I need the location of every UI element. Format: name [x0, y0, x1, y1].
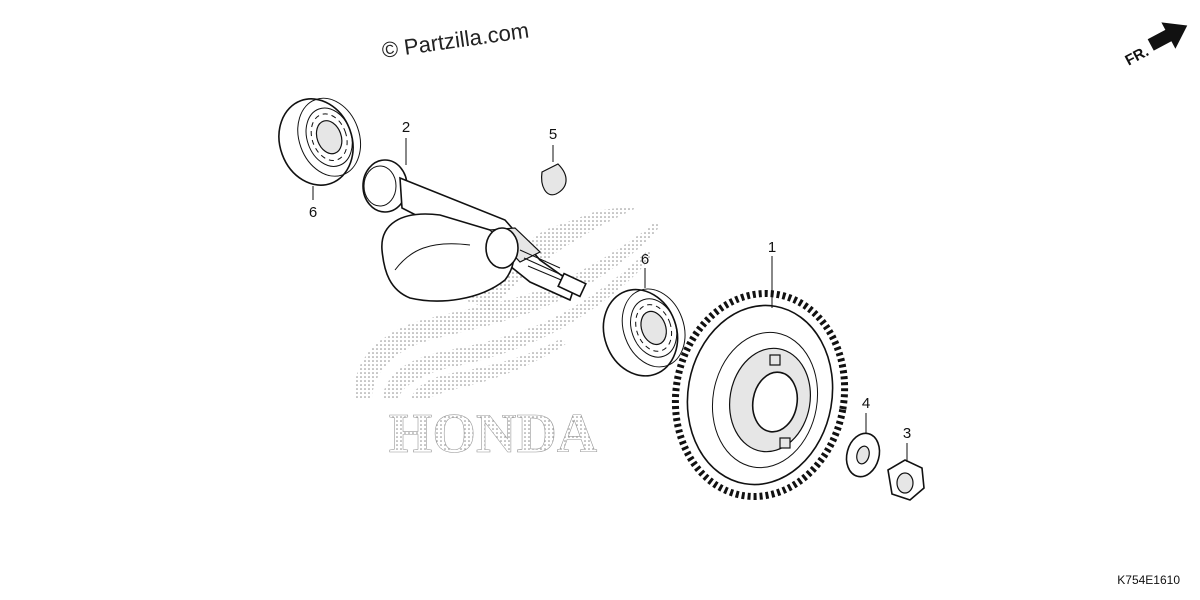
bearing-middle-part[interactable] [592, 276, 697, 386]
callout-5[interactable]: 5 [549, 126, 557, 143]
front-direction-label: FR. [1122, 43, 1151, 69]
washer-part[interactable] [842, 430, 884, 481]
balancer-shaft-part[interactable] [362, 159, 587, 302]
leader-lines [312, 138, 908, 462]
honda-wing-logo [354, 206, 660, 400]
partzilla-watermark: © Partzilla.com [380, 18, 530, 63]
woodruff-key-part[interactable] [541, 163, 567, 196]
callout-4[interactable]: 4 [862, 395, 870, 412]
diagram-code: K754E1610 [1117, 573, 1180, 587]
callout-2[interactable]: 2 [402, 119, 410, 136]
callout-3[interactable]: 3 [903, 425, 911, 442]
callout-1[interactable]: 1 [768, 239, 776, 256]
bearing-left-part[interactable] [267, 86, 372, 196]
balancer-gear-part[interactable] [660, 280, 861, 510]
front-direction-indicator: FR. [1122, 22, 1188, 69]
callout-6-left[interactable]: 6 [309, 204, 317, 221]
honda-logo-text: HONDA [389, 403, 598, 465]
front-arrow-icon [1147, 22, 1188, 51]
nut-part[interactable] [887, 459, 925, 501]
callout-6-middle[interactable]: 6 [641, 251, 649, 268]
